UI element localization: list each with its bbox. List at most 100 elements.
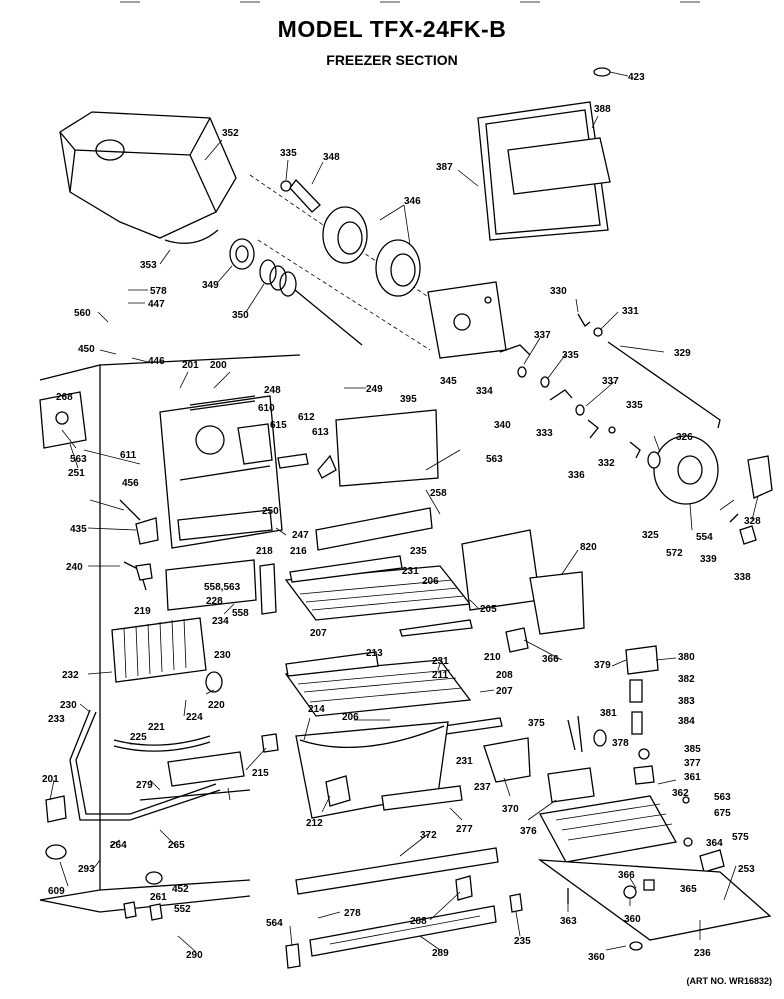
- callout: 231: [456, 756, 473, 767]
- callout: 820: [580, 542, 597, 553]
- callout: 338: [734, 572, 751, 583]
- cover-372: [483, 737, 531, 783]
- callout: 325: [642, 530, 659, 541]
- callout: 379: [594, 660, 611, 671]
- callout: 253: [738, 864, 755, 875]
- linkage-parts-330-337: [499, 313, 641, 459]
- callout: 366: [542, 654, 559, 665]
- callout: 362: [672, 788, 689, 799]
- callout: 610: [258, 403, 275, 414]
- callout: 382: [678, 674, 695, 685]
- callout: 232: [62, 670, 79, 681]
- callout: 235: [410, 546, 427, 557]
- cabinet-liner: [39, 354, 301, 913]
- cap-264: [45, 844, 67, 860]
- callout: 345: [440, 376, 457, 387]
- callout: 363: [560, 916, 577, 927]
- callout: 334: [476, 386, 493, 397]
- callout: 268: [56, 392, 73, 403]
- callout: 361: [684, 772, 701, 783]
- callout: 237: [474, 782, 491, 793]
- callout: 211: [432, 670, 449, 681]
- callout: 214: [308, 704, 325, 715]
- callout: 220: [208, 700, 225, 711]
- callout: 370: [502, 804, 519, 815]
- callout: 247: [292, 530, 309, 541]
- callout: 388: [594, 104, 611, 115]
- grille-288: [309, 905, 497, 957]
- callout: 340: [494, 420, 511, 431]
- callout: 290: [186, 950, 203, 961]
- parts-609-452-261: [123, 871, 163, 921]
- callout: 612: [298, 412, 315, 423]
- callout: 251: [68, 468, 85, 479]
- callout: 288: [410, 916, 427, 927]
- callout: 384: [678, 716, 695, 727]
- callout: 349: [202, 280, 219, 291]
- parts-278-289-290: [285, 875, 523, 969]
- callout: 435: [70, 524, 87, 535]
- model-title: MODEL TFX-24FK-B: [277, 16, 507, 42]
- callout: 205: [480, 604, 497, 615]
- callout: 385: [684, 744, 701, 755]
- callout: 378: [612, 738, 629, 749]
- callout: 346: [404, 196, 421, 207]
- parts-362-675-364: [682, 796, 725, 873]
- bracket-366: [505, 627, 529, 653]
- fan-blade-613: [277, 453, 337, 479]
- callout: 293: [78, 864, 95, 875]
- callout: 250: [262, 506, 279, 517]
- callout: 331: [622, 306, 639, 317]
- handle-237: [325, 775, 351, 807]
- motor-370: [547, 767, 595, 803]
- evaporator-232: [111, 617, 207, 683]
- clip-236: [261, 733, 279, 753]
- callout: 333: [536, 428, 553, 439]
- bracket-248: [189, 395, 256, 411]
- shelf-rail-213: [399, 619, 503, 737]
- trim-212: [381, 785, 463, 811]
- callout: 326: [676, 432, 693, 443]
- harness-376: [567, 715, 607, 753]
- callout: 450: [78, 344, 95, 355]
- callout: 575: [732, 832, 749, 843]
- callout: 572: [666, 548, 683, 559]
- solenoid-parts-378-385: [625, 645, 659, 785]
- callout: 201: [42, 774, 59, 785]
- callout: 377: [684, 758, 701, 769]
- clip-423: [593, 67, 611, 77]
- callout: 395: [400, 394, 417, 405]
- callout: 558: [232, 608, 249, 619]
- callout: 383: [678, 696, 695, 707]
- auger-spring-350: [259, 259, 363, 346]
- callout-labels: 423 352 388 387 335 348 346 353 349 350 …: [42, 72, 761, 963]
- wire-shelf-206: [284, 659, 472, 717]
- leader-lines: [49, 71, 759, 953]
- rail-218-216: [165, 559, 277, 615]
- brackets-328-338: [729, 455, 773, 545]
- callout: 330: [550, 286, 567, 297]
- callout: 200: [210, 360, 227, 371]
- callout: 447: [148, 299, 165, 310]
- callout: 216: [290, 546, 307, 557]
- grommet-220: [205, 671, 223, 693]
- callout: 352: [222, 128, 239, 139]
- shelf-front-235: [285, 555, 403, 677]
- callout: 249: [366, 384, 383, 395]
- callout: 206: [342, 712, 359, 723]
- callout: 423: [628, 72, 645, 83]
- callout: 350: [232, 310, 249, 321]
- light-socket-615: [237, 423, 273, 465]
- callout: 335: [626, 400, 643, 411]
- callout: 277: [456, 824, 473, 835]
- callout: 615: [270, 420, 287, 431]
- callout: 235: [514, 936, 531, 947]
- control-361: [538, 795, 678, 863]
- callout: 233: [48, 714, 65, 725]
- callout: 552: [174, 904, 191, 915]
- callout: 375: [528, 718, 545, 729]
- callout: 218: [256, 546, 273, 557]
- baffle-395: [335, 409, 439, 487]
